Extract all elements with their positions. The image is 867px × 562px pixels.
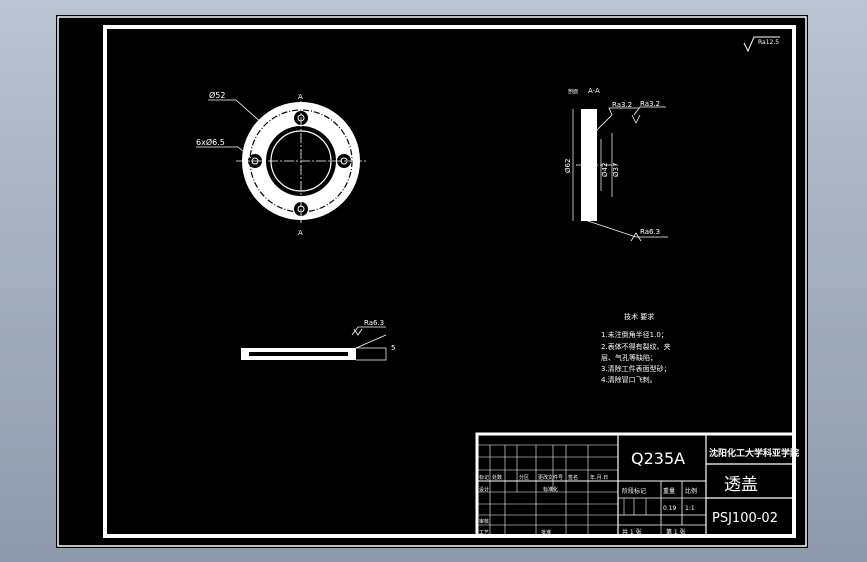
lbl-approve: 批准 (541, 529, 551, 536)
part-name: 透盖 (724, 475, 758, 495)
side-view: Ra6.3 5 (241, 319, 395, 361)
tech-requirements: 技术 要求 1.未注倒角半径1.0； 2.表体不得有裂纹、夹 层、气孔等缺陷； … (601, 312, 671, 384)
tech-req-line-5: 4.清除冒口飞刺。 (601, 375, 657, 384)
tech-req-line-3: 层、气孔等缺陷； (601, 353, 657, 362)
default-roughness-symbol: Ra12.5 (743, 36, 780, 53)
outer-border (57, 16, 807, 547)
side-thickness: 5 (391, 344, 395, 352)
tech-req-title: 技术 要求 (624, 312, 654, 321)
lbl-zone: 分区 (519, 474, 529, 481)
drawing-canvas: Ra12.5 A A Ø52 6xØ6.5 剖面 A-A Ø62 (57, 16, 807, 547)
school-name: 沈阳化工大学科亚学院 (709, 447, 799, 459)
rough-top-left: Ra3.2 (612, 101, 632, 109)
lbl-weight: 重量 (663, 487, 675, 495)
sheets-total: 共 1 张 (622, 528, 642, 536)
side-roughness: Ra6.3 (364, 319, 384, 327)
section-body (581, 109, 597, 221)
dim-62: Ø62 (564, 159, 572, 173)
dim-42: Ø42 (601, 163, 609, 177)
dim-37: Ø37 (612, 163, 620, 177)
sheet-number: 第 1 张 (666, 528, 686, 536)
section-marker-top: A (298, 93, 303, 101)
tech-req-line-2: 2.表体不得有裂纹、夹 (601, 342, 671, 351)
section-marker-bottom: A (298, 229, 303, 237)
lbl-standard: 标准化 (543, 486, 558, 493)
lbl-process: 工艺 (479, 530, 489, 536)
tech-req-line-4: 3.清除工件表面型砂； (601, 364, 671, 373)
lbl-scale: 比例 (685, 487, 697, 495)
section-title-prefix: 剖面 (568, 88, 578, 95)
lbl-date: 年.月.日 (590, 474, 608, 481)
scale-value: 1:1 (685, 505, 695, 512)
dim-hole-pattern: 6xØ6.5 (196, 137, 225, 147)
rough-top-right: Ra3.2 (640, 100, 660, 108)
rough-bottom: Ra6.3 (640, 228, 660, 236)
lbl-review: 审核 (479, 518, 489, 525)
drawing-number: PSJ100-02 (712, 511, 778, 526)
drawing-sheet: Ra12.5 A A Ø52 6xØ6.5 剖面 A-A Ø62 (56, 15, 808, 548)
title-block (475, 432, 796, 538)
lbl-count: 处数 (492, 474, 502, 481)
dim-outer-diameter: Ø52 (209, 90, 225, 100)
section-title: A-A (588, 87, 600, 95)
section-view: 剖面 A-A Ø62 Ø42 Ø37 Ra3.2 Ra3.2 Ra6.3 (564, 87, 668, 242)
inner-border (103, 25, 796, 538)
plan-view: A A Ø52 6xØ6.5 (196, 90, 366, 237)
lbl-change-doc: 更改文件号 (538, 474, 563, 481)
title-block-text: Q235A 沈阳化工大学科亚学院 透盖 PSJ100-02 标记 处数 分区 更… (479, 447, 799, 536)
material: Q235A (631, 449, 685, 468)
lbl-design: 设计 (479, 486, 489, 493)
lbl-mark: 标记 (479, 474, 489, 481)
weight-value: 0.19 (663, 505, 677, 512)
lbl-stage: 阶段标记 (622, 487, 646, 495)
lbl-sign: 签名 (568, 474, 578, 481)
default-roughness-label: Ra12.5 (758, 39, 779, 46)
tech-req-line-1: 1.未注倒角半径1.0； (601, 330, 668, 339)
